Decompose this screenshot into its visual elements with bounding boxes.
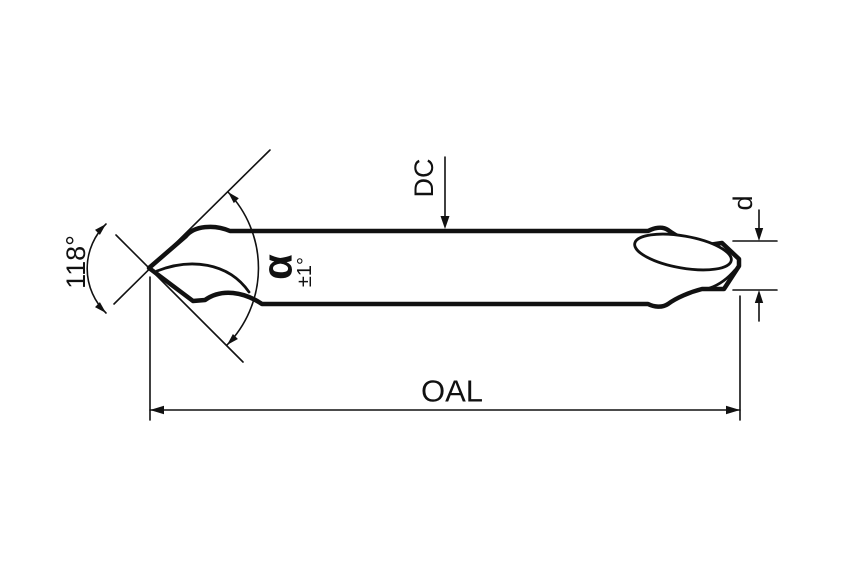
point-angle-line-upper [113, 149, 271, 305]
d-arrow-bottom [754, 290, 764, 303]
oal-arrow-left [150, 405, 164, 415]
alpha-tolerance-label: ±1° [294, 257, 316, 287]
point-angle-line-lower [115, 234, 244, 363]
dc-arrowhead [440, 216, 450, 229]
right-flute-ellipse [633, 232, 733, 272]
point-angle-arc-arrow-bottom [95, 302, 106, 313]
point-angle-arc-arrow-top [95, 224, 106, 235]
point-angle-label: 118° [61, 235, 91, 289]
oal-label: OAL [421, 374, 483, 409]
d-label: d [728, 195, 758, 210]
alpha-arc-arrow-top [228, 192, 239, 204]
dc-label: DC [409, 159, 439, 198]
alpha-angle-arc [226, 191, 260, 346]
left-flute-curve [155, 262, 251, 294]
drill-body-outline [146, 224, 742, 309]
point-angle-arc [86, 223, 107, 314]
pilot-chamfer-curve [708, 268, 737, 290]
alpha-label: α [254, 254, 301, 280]
d-arrow-top [754, 228, 764, 241]
oal-arrow-right [726, 405, 740, 415]
alpha-arc-arrow-bottom [227, 334, 238, 345]
